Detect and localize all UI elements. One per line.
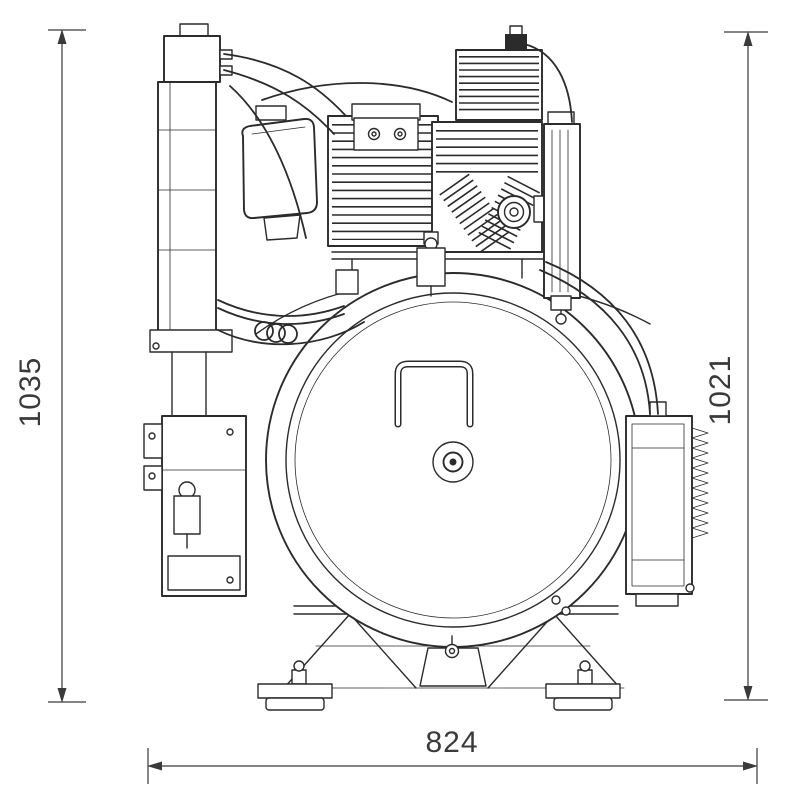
right-motor-pump — [431, 121, 547, 255]
left-motor — [241, 103, 439, 247]
cylinder-head — [455, 25, 543, 121]
box-fins — [691, 427, 709, 539]
arrow-left-icon — [147, 761, 162, 771]
arrow-down-icon — [57, 688, 67, 703]
left-foot — [257, 660, 333, 711]
tank-hub — [432, 441, 474, 483]
center-valve-bracket — [416, 231, 446, 297]
coiled-hose — [254, 321, 274, 341]
arrow-up-icon — [743, 31, 753, 46]
compressor-front-view — [143, 23, 709, 711]
right-vertical-unit — [543, 111, 581, 325]
motor-end-cap — [241, 117, 318, 220]
dimension-label-left: 1035 — [14, 357, 47, 428]
dimension-right: 1021 — [704, 31, 768, 701]
hoses-and-cables — [217, 43, 659, 415]
right-finned-box — [625, 401, 709, 607]
lower-left-unit — [143, 415, 247, 597]
arrow-down-icon — [743, 686, 753, 701]
arrow-right-icon — [743, 761, 758, 771]
arrow-up-icon — [57, 29, 67, 44]
dimension-bottom: 824 — [147, 726, 758, 784]
right-foot — [545, 660, 621, 711]
dimension-label-bottom: 824 — [425, 726, 478, 759]
dimension-left: 1035 — [14, 29, 86, 703]
dimension-label-right: 1021 — [704, 355, 737, 426]
air-tank-end — [265, 272, 641, 648]
drain-valve — [444, 595, 571, 659]
air-hose-right — [545, 261, 659, 415]
dryer-tower — [149, 23, 233, 417]
